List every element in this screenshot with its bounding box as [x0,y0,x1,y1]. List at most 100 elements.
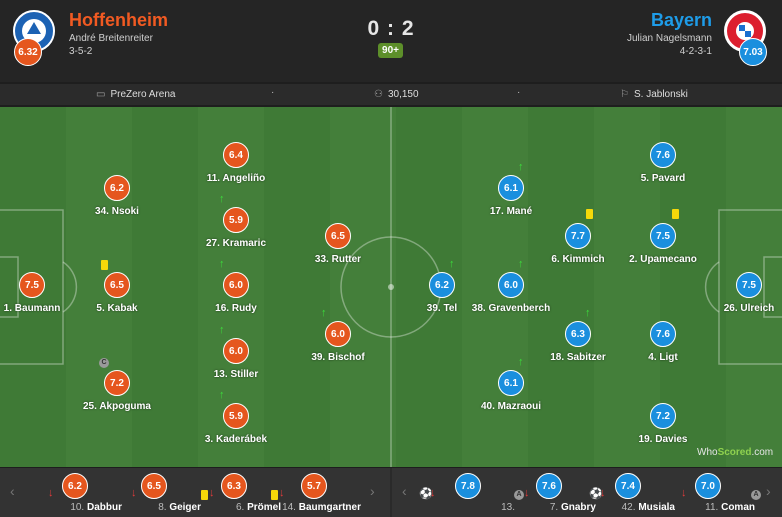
player-away-sabitzer[interactable]: ↑ 6.3 18. Sabitzer [523,307,633,367]
player-label: 11. Coman [705,502,755,513]
bench-player-dabbur[interactable]: 6.2 ↓ 10. Dabbur [40,468,122,514]
sub-in-icon: ↑ [518,356,524,368]
referee-name: S. Jablonski [633,89,688,100]
player-rating: 6.5 [325,223,351,249]
player-away-mazraoui[interactable]: ↑ 6.1 40. Mazraoui [456,356,566,416]
player-label: 3. Kaderábek [204,434,268,445]
player-label: 5. Pavard [640,173,686,184]
bench-player-coman[interactable]: 7.0 ↓ 11. Coman [673,468,755,514]
player-label: 8. Geiger [158,502,201,513]
player-away-davies[interactable]: 7.2 19. Davies [608,403,718,449]
player-rating: 7.5 [19,272,45,298]
player-home-kabak[interactable]: 6.5 5. Kabak [62,260,172,318]
bench-player-13[interactable]: 7.8 ⚽ ↓ 13. [419,468,515,514]
player-rating: 7.4 [615,473,641,499]
match-header: 6.32 Hoffenheim André Breitenreiter 3-5-… [0,0,782,82]
home-manager: André Breitenreiter [69,33,153,44]
player-rating: 5.7 [301,473,327,499]
sub-in-icon: ↑ [518,161,524,173]
away-formation: 4-2-3-1 [679,46,712,57]
player-home-bischof[interactable]: ↑ 6.0 39. Bischof [283,307,393,367]
home-team-rating: 6.32 [14,38,42,66]
bench-player-musiala[interactable]: 7.4 ⚽ ↓ 42. Musiala [589,468,675,514]
whistle-icon: ⚐ [620,89,629,100]
player-label: 25. Akpoguma [83,401,151,412]
player-label: 33. Rutter [314,254,362,265]
goal-icon: ⚽ [419,488,433,500]
sub-in-icon: ↑ [219,389,225,401]
player-away-ligt[interactable]: 7.6 4. Ligt [608,321,718,367]
player-label: 2. Upamecano [629,254,697,265]
player-label: 42. Musiala [621,502,675,513]
player-home-kramaric[interactable]: ↑ 5.9 27. Kramaric [181,193,291,253]
player-rating: 7.0 [695,473,721,499]
yellow-card-icon [101,260,108,270]
scoreline: 0 : 2 [367,17,415,40]
referee-info: ⚐ S. Jablonski [620,89,688,100]
match-info-bar: ▭PreZero Arena · ⚇30,150 · ⚐S. Jablonski [0,84,782,105]
player-label: 4. Ligt [648,352,678,363]
player-away-kimmich[interactable]: 7.7 6. Kimmich [523,209,633,269]
player-label: 34. Nsoki [95,206,139,217]
bench-player-geiger[interactable]: 6.5 ↓ 8. Geiger [119,468,201,514]
player-rating: 7.5 [736,272,762,298]
home-team-name[interactable]: Hoffenheim [69,10,168,30]
player-label: 6. Prömel [235,502,281,513]
player-label: 26. Ulreich [723,303,775,314]
bench-next-home-icon[interactable]: › [370,483,375,499]
player-home-rutter[interactable]: 6.5 33. Rutter [283,223,393,269]
sub-in-icon: ↑ [219,258,225,270]
separator-dot: · [517,87,521,98]
player-away-upamecano[interactable]: 7.5 2. Upamecano [608,209,718,269]
player-home-nsoki[interactable]: 6.2 34. Nsoki [62,175,172,221]
bench-next-away-icon[interactable]: › [766,483,771,499]
bench-bar: ‹ › ‹ › 6.2 ↓ 10. Dabbur 6.5 ↓ 8. Geiger… [0,468,782,517]
whoscored-watermark: WhoScored.com [697,447,774,458]
player-home-rudy[interactable]: ↑ 6.0 16. Rudy [181,258,291,318]
bench-player-promel[interactable]: 6.3 ↓ 6. Prömel [199,468,281,514]
player-rating: 6.0 [325,321,351,347]
player-away-mane[interactable]: ↑ 6.1 17. Mané [456,161,566,221]
bench-player-gnabry[interactable]: 7.6 A ↓ 7. Gnabry [514,468,596,514]
pitch-markings [0,107,782,467]
player-label: 1. Baumann [3,303,61,314]
away-manager: Julian Nagelsmann [626,33,712,44]
home-formation: 3-5-2 [69,46,93,57]
player-home-baumann[interactable]: 7.5 1. Baumann [0,272,87,318]
sub-in-icon: ↑ [449,258,455,270]
player-label: 19. Davies [638,434,688,445]
sub-in-icon: ↑ [219,193,225,205]
player-label: 16. Rudy [215,303,257,314]
player-rating: 7.6 [650,321,676,347]
player-away-pavard[interactable]: 7.6 5. Pavard [608,142,718,188]
player-rating: 6.2 [429,272,455,298]
stadium-icon: ▭ [96,89,106,100]
player-label: 10. Dabbur [70,502,122,513]
sub-out-icon: ↓ [209,487,215,499]
pitch: 7.5 1. Baumann 6.2 34. Nsoki 6.5 5. Kaba… [0,107,782,467]
sub-out-icon: ↓ [430,487,436,499]
player-home-kaderabek[interactable]: ↑ 5.9 3. Kaderábek [181,389,291,449]
bench-prev-home-icon[interactable]: ‹ [10,483,15,499]
player-label: 27. Kramaric [205,238,267,249]
player-label: 11. Angeliño [206,173,266,184]
sub-in-icon: ↑ [219,324,225,336]
player-away-gravenberch[interactable]: ↑ 6.0 38. Gravenberch [456,258,566,318]
sub-in-icon: ↑ [585,307,591,319]
player-rating: 6.1 [498,370,524,396]
player-away-ulreich[interactable]: 7.5 26. Ulreich [694,272,782,318]
player-rating: 6.3 [221,473,247,499]
yellow-card-icon [201,490,208,500]
player-home-angelino[interactable]: 6.4 11. Angeliño [181,142,291,188]
bench-prev-away-icon[interactable]: ‹ [402,483,407,499]
player-rating: 7.7 [565,223,591,249]
player-away-tel[interactable]: ↑ 6.2 39. Tel [387,258,497,318]
player-home-stiller[interactable]: ↑ 6.0 13. Stiller [181,324,291,384]
away-team-name[interactable]: Bayern [650,10,712,30]
captain-icon: C [99,358,109,368]
player-rating: 7.8 [455,473,481,499]
player-rating: 6.0 [223,338,249,364]
player-label: 17. Mané [489,206,533,217]
player-home-akpoguma[interactable]: C 7.2 25. Akpoguma [62,358,172,416]
bench-player-baumgartner[interactable]: 5.7 ↓ 14. Baumgartner [271,468,361,514]
